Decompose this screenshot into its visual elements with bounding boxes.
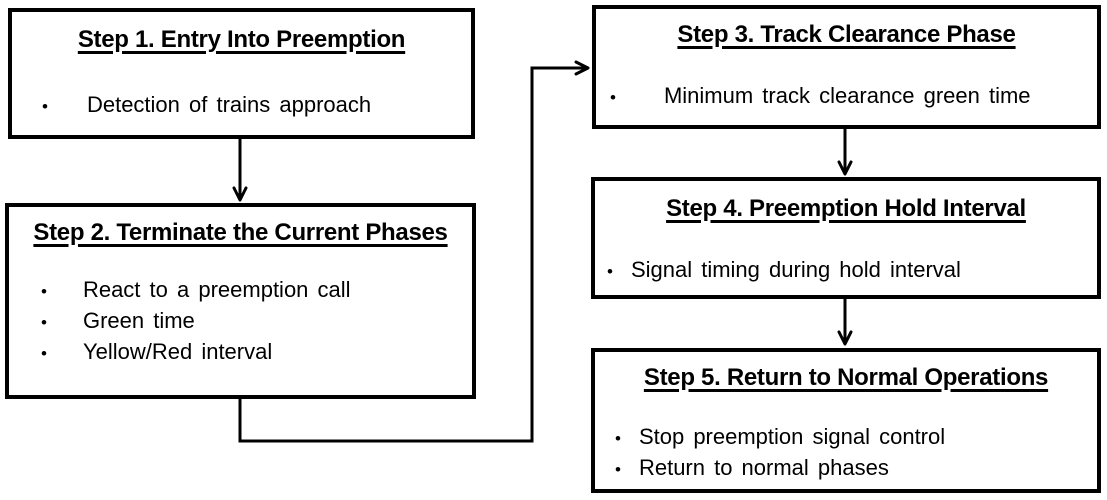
bullet-icon: • — [42, 97, 48, 116]
bullet-icon: • — [607, 262, 613, 281]
step-3-box: Step 3. Track Clearance Phase • Minimum … — [592, 5, 1101, 129]
bullet-icon: • — [615, 460, 621, 479]
step-4-bullet-list: • Signal timing during hold interval — [595, 255, 1097, 286]
step-2-box: Step 2. Terminate the Current Phases • R… — [5, 203, 476, 399]
list-item: • Minimum track clearance green time — [596, 81, 1097, 112]
list-item: • Yellow/Red interval — [9, 337, 472, 368]
step-3-title: Step 3. Track Clearance Phase — [677, 21, 1016, 48]
bullet-icon: • — [615, 429, 621, 448]
bullet-text: Minimum track clearance green time — [663, 83, 1031, 108]
bullet-text: Yellow/Red interval — [82, 339, 273, 364]
bullet-icon: • — [610, 88, 616, 107]
list-item: • Return to normal phases — [595, 453, 1097, 484]
step-2-bullet-list: • React to a preemption call • Green tim… — [9, 275, 472, 368]
bullet-text: Detection of trains approach — [86, 92, 372, 117]
bullet-text: Stop preemption signal control — [638, 424, 946, 449]
bullet-icon: • — [41, 313, 47, 332]
step-1-title: Step 1. Entry Into Preemption — [77, 26, 406, 53]
step-5-title: Step 5. Return to Normal Operations — [643, 364, 1049, 391]
list-item: • Stop preemption signal control — [595, 422, 1097, 453]
step-1-box: Step 1. Entry Into Preemption • Detectio… — [8, 8, 475, 139]
bullet-text: Signal timing during hold interval — [630, 257, 961, 282]
bullet-text: Return to normal phases — [638, 455, 889, 480]
list-item: • React to a preemption call — [9, 275, 472, 306]
list-item: • Detection of trains approach — [12, 90, 471, 121]
step-1-bullet-list: • Detection of trains approach — [12, 90, 471, 121]
step-5-box: Step 5. Return to Normal Operations • St… — [591, 348, 1101, 493]
step-2-title: Step 2. Terminate the Current Phases — [33, 219, 448, 246]
bullet-icon: • — [41, 282, 47, 301]
bullet-icon: • — [41, 344, 47, 363]
step-3-bullet-list: • Minimum track clearance green time — [596, 81, 1097, 112]
bullet-text: Green time — [82, 308, 195, 333]
step-5-bullet-list: • Stop preemption signal control • Retur… — [595, 422, 1097, 484]
step-4-box: Step 4. Preemption Hold Interval • Signa… — [591, 177, 1101, 299]
list-item: • Green time — [9, 306, 472, 337]
bullet-text: React to a preemption call — [82, 277, 351, 302]
step-4-title: Step 4. Preemption Hold Interval — [666, 195, 1026, 222]
list-item: • Signal timing during hold interval — [595, 255, 1097, 286]
